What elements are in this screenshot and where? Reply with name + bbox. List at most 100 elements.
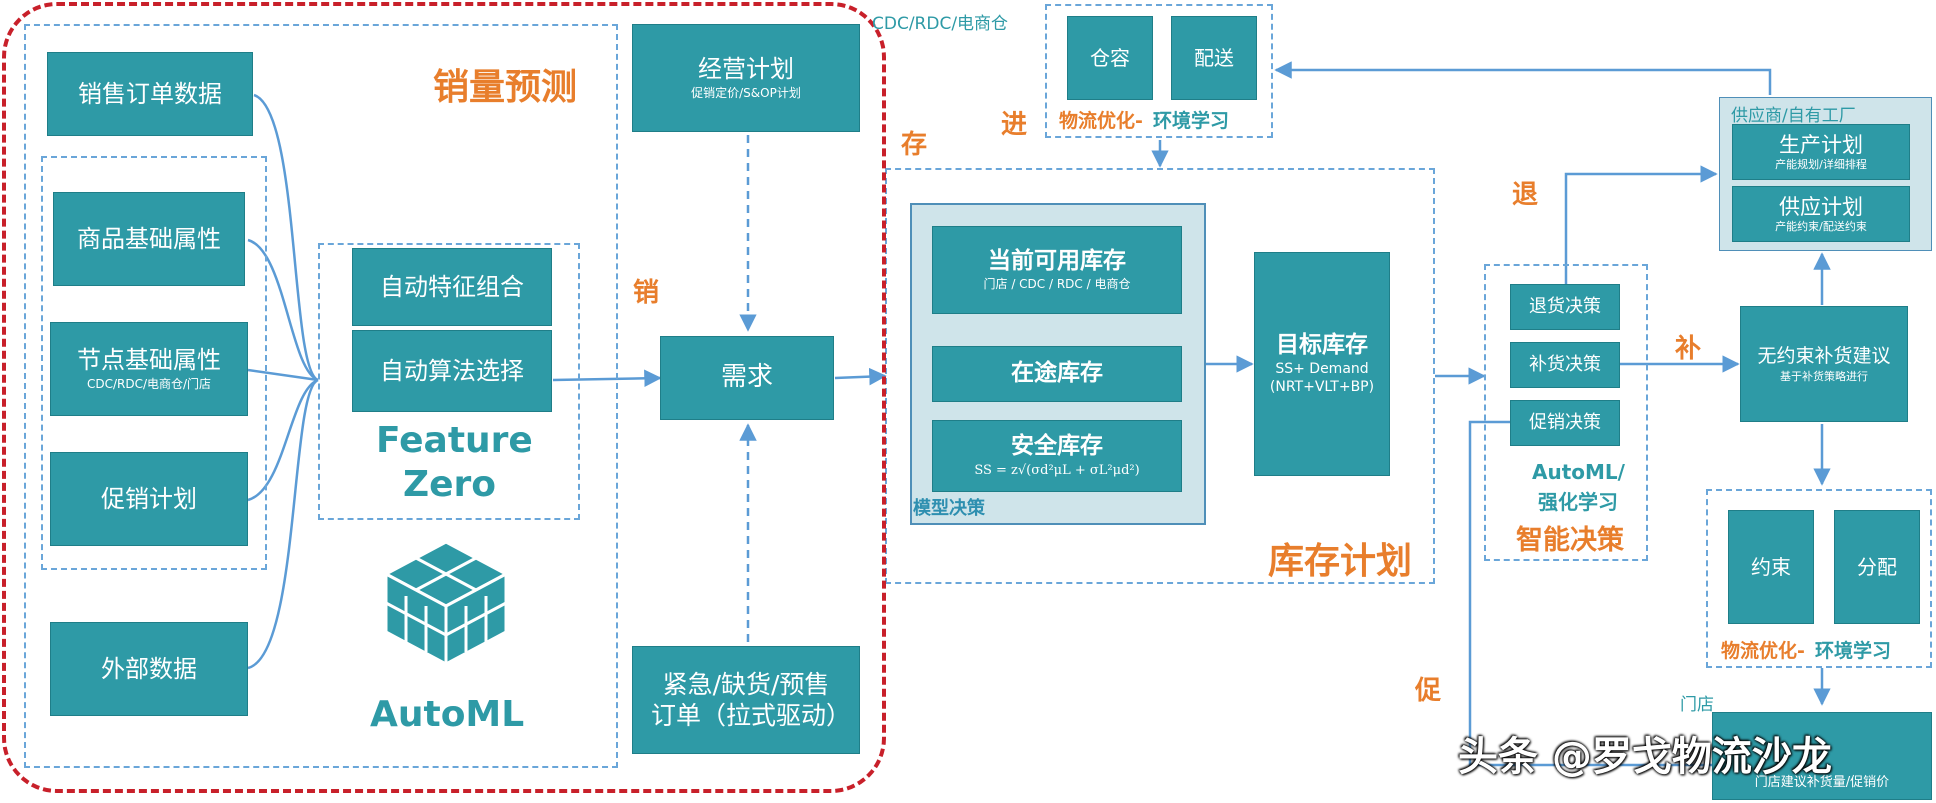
promo-plan-box: 促销计划 <box>50 452 248 546</box>
watermark: 头条 @罗戈物流沙龙 <box>1458 734 1832 780</box>
urgent-orders-box: 紧急/缺货/预售订单（拉式驱动） <box>632 646 860 754</box>
inventory-group <box>885 168 1435 584</box>
supply-plan-sub: 产能约束/配送约束 <box>1775 219 1867 233</box>
label-replenish: 补 <box>1675 334 1702 364</box>
label-sell: 销 <box>633 278 660 308</box>
available-stock-label: 当前可用库存 <box>988 247 1126 274</box>
logistics-top-caption-a: 物流优化- <box>1059 110 1143 132</box>
store-label: 门店 <box>1680 695 1714 715</box>
label-return: 退 <box>1512 180 1539 210</box>
input-curve-node <box>247 368 319 382</box>
target-stock-label: 目标库存 <box>1276 331 1368 358</box>
input-curve-promo <box>247 378 319 502</box>
replenish-decision-label: 补货决策 <box>1529 354 1601 376</box>
auto-algo-label: 自动算法选择 <box>380 356 524 385</box>
auto-feature-box: 自动特征组合 <box>352 248 552 326</box>
sales-orders-box: 销售订单数据 <box>47 52 253 136</box>
label-stock: 存 <box>901 130 928 160</box>
safety-stock-box: 安全库存 SS = z√(σd²μL + σL²μd²) <box>932 420 1182 492</box>
return-decision-box: 退货决策 <box>1510 284 1620 330</box>
constraint-box: 约束 <box>1728 510 1814 624</box>
product-attrs-label: 商品基础属性 <box>77 224 221 253</box>
replenish-suggest-title: 无约束补货建议 <box>1757 344 1891 367</box>
warehouse-capacity-label: 仓容 <box>1090 46 1130 70</box>
automl-rl-line2: 强化学习 <box>1538 490 1618 514</box>
logistics-top-caption-b: 环境学习 <box>1153 110 1230 132</box>
ops-plan-title: 经营计划 <box>698 55 794 84</box>
logistics-bottom-caption-a: 物流优化- <box>1721 640 1805 662</box>
delivery-label: 配送 <box>1194 46 1234 70</box>
warehouse-capacity-box: 仓容 <box>1067 16 1153 100</box>
safety-formula: SS = z√(σd²μL + σL²μd²) <box>974 462 1140 478</box>
arrow-demand-inventory <box>834 367 887 386</box>
logistics-bottom-caption-b: 环境学习 <box>1815 640 1892 662</box>
product-attrs-box: 商品基础属性 <box>53 192 245 286</box>
label-promote: 促 <box>1415 676 1442 706</box>
node-attrs-sub: CDC/RDC/电商仓/门店 <box>86 376 212 391</box>
label-inbound: 进 <box>1001 110 1028 140</box>
store-box: 门店建议补货量/促销价 <box>1712 712 1932 800</box>
demand-box: 需求 <box>660 336 834 420</box>
target-stock-box: 目标库存 SS+ Demand (NRT+VLT+BP) <box>1254 252 1390 476</box>
promo-plan-label: 促销计划 <box>101 484 197 513</box>
demand-label: 需求 <box>720 362 773 393</box>
logistics-top-group <box>1045 4 1273 138</box>
available-stock-box: 当前可用库存 门店 / CDC / RDC / 电商仓 <box>932 226 1182 314</box>
node-attrs-label: 节点基础属性 <box>77 346 221 375</box>
allocation-label: 分配 <box>1857 555 1897 579</box>
decision-title: 智能决策 <box>1516 525 1624 556</box>
auto-algo-box: 自动算法选择 <box>352 330 552 412</box>
logistics-bottom-group <box>1706 489 1932 668</box>
sales-orders-label: 销售订单数据 <box>78 79 222 108</box>
production-plan-box: 生产计划 产能规划/详细排程 <box>1732 124 1910 180</box>
feature-zero-group <box>318 243 580 520</box>
auto-feature-label: 自动特征组合 <box>380 272 524 301</box>
in-transit-box: 在途库存 <box>932 346 1182 402</box>
feature-zero-line2: Zero <box>403 464 497 505</box>
forecast-title: 销量预测 <box>433 67 578 108</box>
arrow-return-supplier <box>1564 165 1718 292</box>
ops-plan-box: 经营计划 促销定价/S&OP计划 <box>632 24 860 132</box>
promo-decision-box: 促销决策 <box>1510 400 1620 446</box>
in-transit-label: 在途库存 <box>1011 360 1103 387</box>
supplier-label: 供应商/自有工厂 <box>1731 106 1856 126</box>
input-curve-sales <box>253 93 319 382</box>
available-stock-sub: 门店 / CDC / RDC / 电商仓 <box>983 277 1131 292</box>
automl-rl-line1: AutoML/ <box>1532 460 1625 484</box>
external-data-label: 外部数据 <box>101 654 197 683</box>
decision-group <box>1484 264 1648 561</box>
replenish-suggest-box: 无约束补货建议 基于补货策略进行 <box>1740 306 1908 422</box>
cdc-label: CDC/RDC/电商仓 <box>872 14 1009 34</box>
automl-label: AutoML <box>370 694 525 735</box>
supply-plan-label: 供应计划 <box>1779 194 1863 219</box>
return-decision-label: 退货决策 <box>1529 296 1601 318</box>
line-promo-store <box>1468 420 1712 767</box>
forecast-boundary <box>2 2 886 793</box>
input-curve-product <box>247 238 319 382</box>
arrow-supplier-delivery <box>1274 61 1772 95</box>
arrow-feature-demand <box>552 369 662 388</box>
delivery-box: 配送 <box>1171 16 1257 100</box>
allocation-box: 分配 <box>1834 510 1920 624</box>
external-data-box: 外部数据 <box>50 622 248 716</box>
node-attrs-box: 节点基础属性 CDC/RDC/电商仓/门店 <box>50 322 248 416</box>
model-decision-label: 模型决策 <box>913 498 985 519</box>
production-plan-label: 生产计划 <box>1779 132 1863 157</box>
store-sub: 门店建议补货量/促销价 <box>1754 774 1890 790</box>
safety-stock-label: 安全库存 <box>1011 433 1103 460</box>
ops-plan-sub: 促销定价/S&OP计划 <box>691 85 801 100</box>
urgent-orders-label: 紧急/缺货/预售订单（拉式驱动） <box>651 669 852 730</box>
supply-plan-box: 供应计划 产能约束/配送约束 <box>1732 186 1910 242</box>
replenish-decision-box: 补货决策 <box>1510 342 1620 388</box>
feature-zero-line1: Feature <box>376 420 533 461</box>
production-plan-sub: 产能规划/详细排程 <box>1775 157 1867 171</box>
promo-decision-label: 促销决策 <box>1529 412 1601 434</box>
attr-group <box>41 156 267 570</box>
forecast-group <box>24 24 618 768</box>
replenish-suggest-sub: 基于补货策略进行 <box>1780 369 1868 383</box>
inventory-title: 库存计划 <box>1268 541 1413 582</box>
automl-cube-icon <box>382 540 510 667</box>
input-curve-external <box>247 378 319 670</box>
